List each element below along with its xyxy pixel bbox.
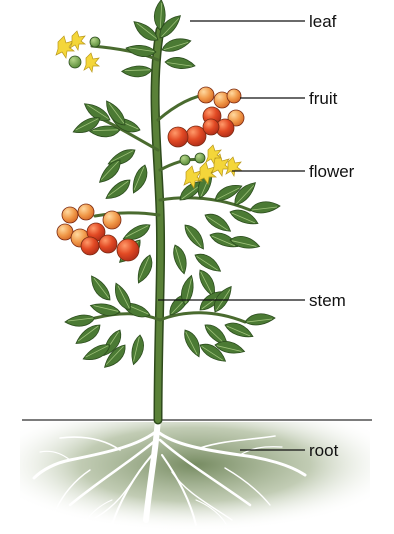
leaf-lower-left	[65, 273, 151, 371]
leaf-upper-left	[71, 98, 152, 203]
flower-right	[184, 145, 241, 188]
fruit-label: fruit	[309, 90, 337, 107]
pointer-lines	[158, 21, 305, 450]
leaf-label: leaf	[309, 13, 336, 30]
fruit-cluster-upper	[168, 87, 244, 147]
flower-label: flower	[309, 163, 354, 180]
stem-label: stem	[309, 292, 346, 309]
branches	[92, 46, 250, 322]
leaf-lower-right	[165, 274, 275, 367]
main-stem	[155, 30, 160, 420]
root-label: root	[309, 442, 338, 459]
